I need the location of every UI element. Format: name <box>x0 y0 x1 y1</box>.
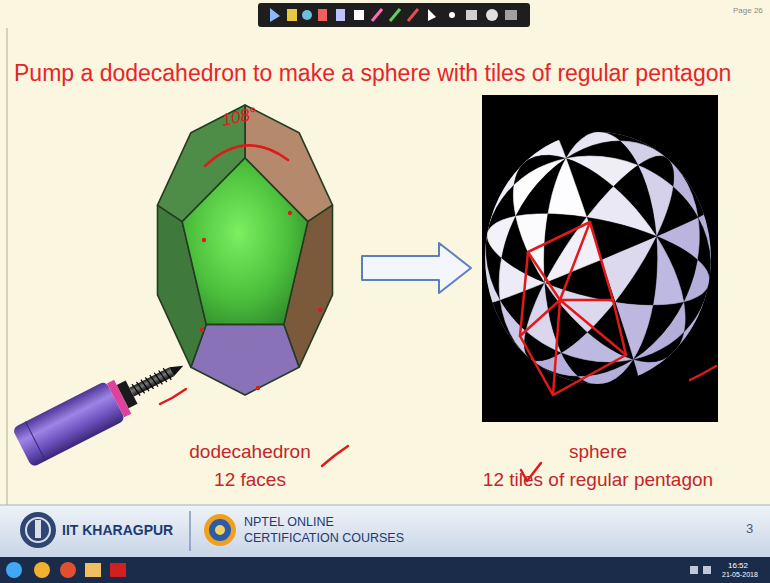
slide-label: Page 26 <box>733 6 763 15</box>
slide-label: 16:52 <box>728 561 748 570</box>
figure-caption: 12 tiles of regular pentagon <box>483 466 713 494</box>
slide-title: Pump a dodecahedron to make a sphere wit… <box>14 60 731 87</box>
slide-label: CERTIFICATION COURSES <box>244 531 404 545</box>
slide-label: NPTEL ONLINE <box>244 515 334 529</box>
slide-label: 21-05-2018 <box>722 571 758 578</box>
tile <box>516 214 548 283</box>
figure-caption: dodecahedron <box>189 438 311 466</box>
figure-node: sphere12 tiles of regular pentagon <box>473 95 723 494</box>
slide-label: 3 <box>746 521 753 536</box>
figure-caption: sphere <box>569 438 627 466</box>
tile <box>653 236 684 305</box>
figure-node: dodecahedron12 faces <box>140 100 360 494</box>
face <box>191 324 299 395</box>
slide-label: IIT KHARAGPUR <box>62 522 173 538</box>
face <box>182 158 308 324</box>
figure-caption: 12 faces <box>214 466 286 494</box>
tile <box>548 159 587 218</box>
block-arrow <box>362 243 471 293</box>
